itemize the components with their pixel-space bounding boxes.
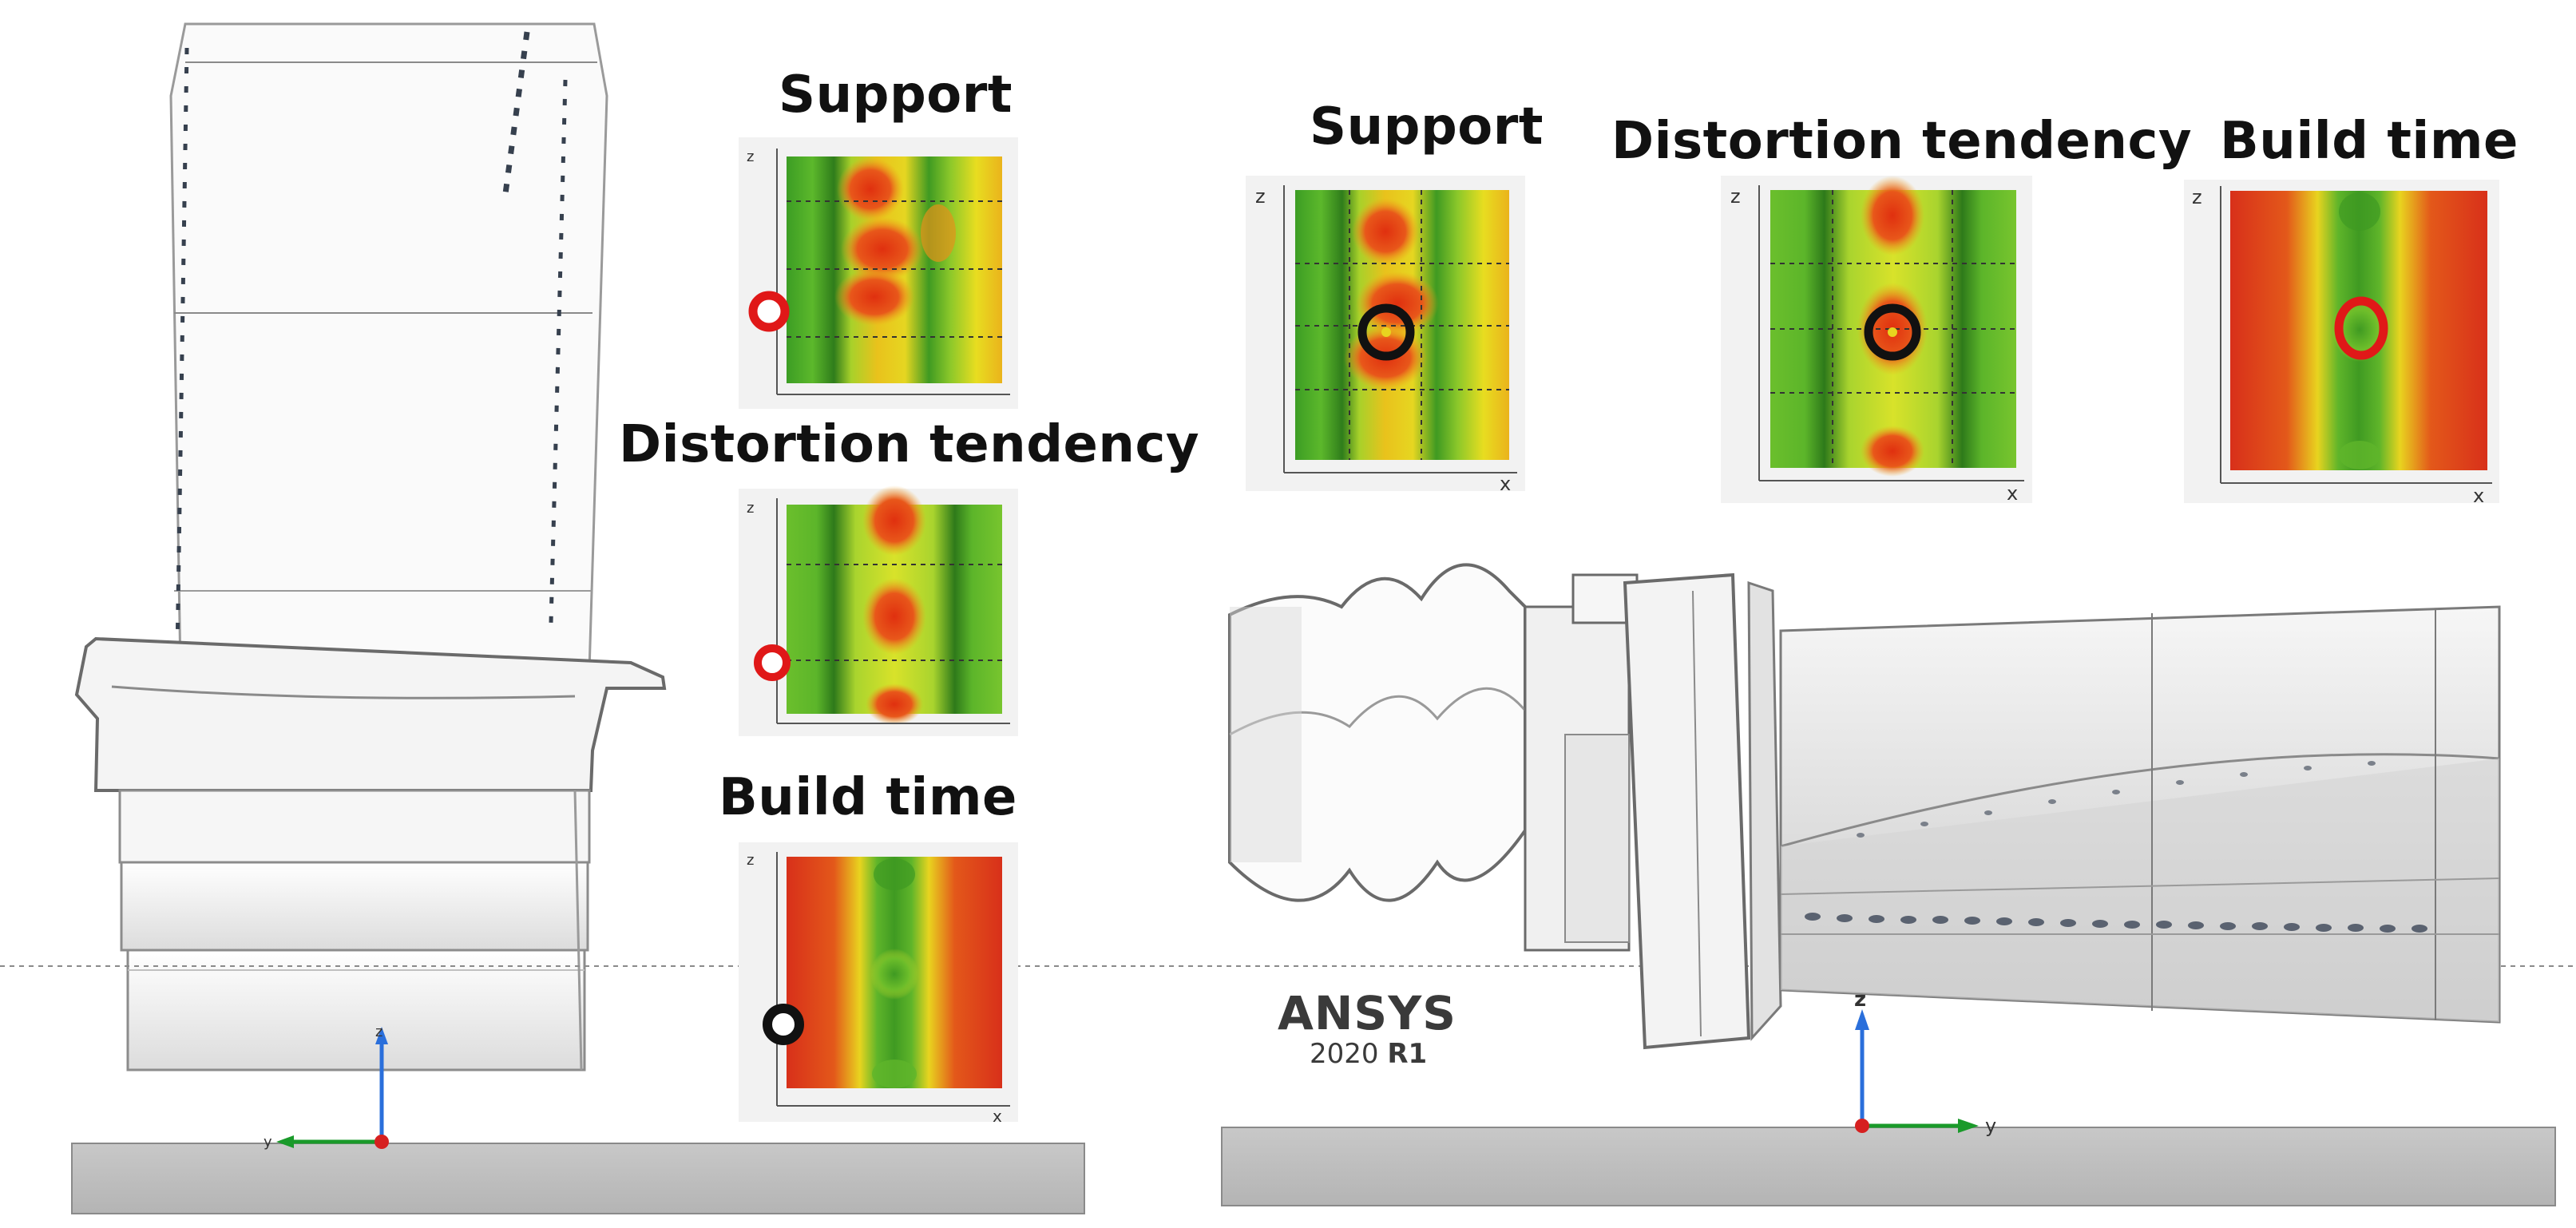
left-heatmap-distortion: z <box>739 485 1018 736</box>
ansys-name: ANSYS <box>1278 986 1456 1040</box>
right-axis-y-label: y <box>1985 1115 1996 1137</box>
ansys-version-year: 2020 <box>1310 1038 1379 1070</box>
left-buildtime-title: Build time <box>719 768 1017 827</box>
right-support-title: Support <box>1310 97 1544 156</box>
left-heatmap-buildtime: z x <box>739 842 1018 1126</box>
left-buildtime-axis-x: x <box>993 1107 1002 1126</box>
right-distortion-axis-x: x <box>2007 482 2018 505</box>
left-support-title: Support <box>779 65 1013 125</box>
left-axis-y-label: y <box>264 1134 272 1151</box>
right-distortion-marker <box>1864 303 1921 361</box>
right-heatmap-support: z x <box>1246 176 1525 495</box>
right-buildtime-marker <box>2334 296 2388 360</box>
left-support-axis-z: z <box>747 149 754 165</box>
right-distortion-axis-z: z <box>1730 185 1741 208</box>
right-buildtime-axis-z: z <box>2192 186 2202 208</box>
right-heatmap-buildtime: z x <box>2184 180 2499 507</box>
right-distortion-title: Distortion tendency <box>1611 112 2193 171</box>
right-blade-model <box>1228 563 2501 1050</box>
right-build-plate <box>1221 1127 2556 1206</box>
left-distortion-axis-z: z <box>747 500 754 517</box>
right-buildtime-axis-x: x <box>2473 485 2484 507</box>
right-heatmap-distortion: z x <box>1721 176 2032 505</box>
ansys-version-release: R1 <box>1387 1038 1428 1070</box>
left-axis-z-label: z <box>375 1024 382 1040</box>
left-distortion-marker <box>754 644 791 681</box>
left-axis-triad: z y <box>264 1024 389 1151</box>
left-support-marker <box>748 291 790 332</box>
right-axis-z-label: z <box>1854 988 1866 1012</box>
right-buildtime-title: Build time <box>2220 112 2519 171</box>
right-support-axis-x: x <box>1500 473 1511 495</box>
right-support-axis-z: z <box>1255 185 1266 208</box>
left-buildtime-axis-z: z <box>747 852 754 869</box>
left-blade-model <box>74 22 667 1072</box>
left-buildtime-marker <box>763 1004 804 1045</box>
left-distortion-title: Distortion tendency <box>619 415 1200 474</box>
right-support-marker <box>1357 303 1415 361</box>
ansys-logo: ANSYS 2020 R1 <box>1278 988 1456 1070</box>
left-build-plate <box>71 1143 1085 1214</box>
left-heatmap-support: z <box>739 137 1018 409</box>
right-axis-triad: z y <box>1854 988 1996 1137</box>
